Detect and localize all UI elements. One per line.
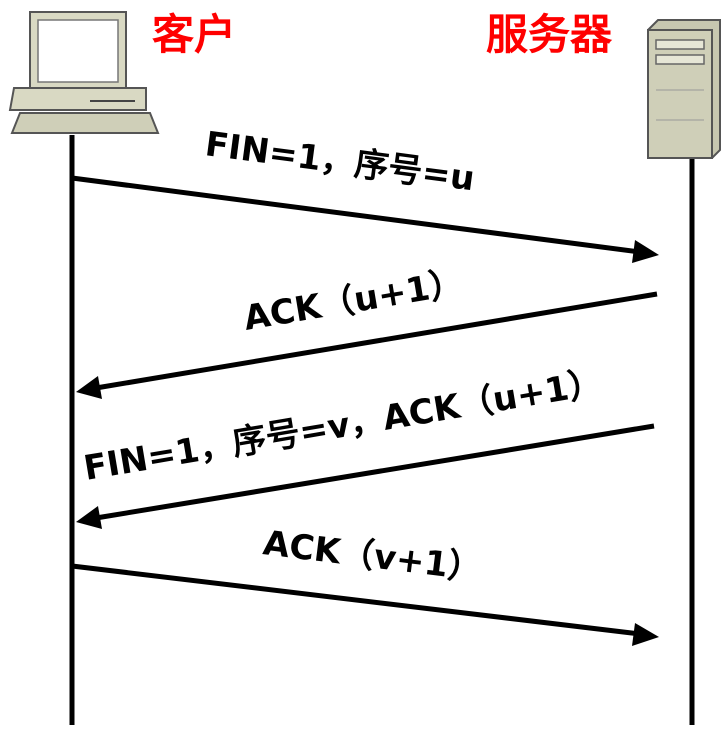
message-3: FIN=1，序号=v，ACK（u+1） [76, 363, 655, 529]
message-2-arrowhead [76, 376, 102, 399]
message-3-arrowhead [76, 506, 102, 529]
message-4-arrow [71, 563, 641, 637]
message-1-arrow [71, 175, 641, 255]
server-label: 服务器 [486, 10, 613, 59]
message-1-arrowhead [632, 240, 659, 263]
message-2-label: ACK（u+1） [241, 263, 467, 339]
client-label: 客户 [152, 10, 237, 59]
message-2-arrow [95, 291, 658, 391]
message-4: ACK（v+1） [71, 523, 659, 646]
message-4-arrowhead [632, 623, 659, 646]
message-1: FIN=1，序号=u [71, 124, 659, 263]
message-4-label: ACK（v+1） [261, 523, 484, 590]
desktop-computer-icon [8, 11, 160, 134]
message-3-label: FIN=1，序号=v，ACK（u+1） [81, 363, 605, 489]
message-1-label: FIN=1，序号=u [203, 124, 477, 199]
server-tower-icon [647, 19, 721, 159]
message-3-arrow [95, 423, 655, 521]
